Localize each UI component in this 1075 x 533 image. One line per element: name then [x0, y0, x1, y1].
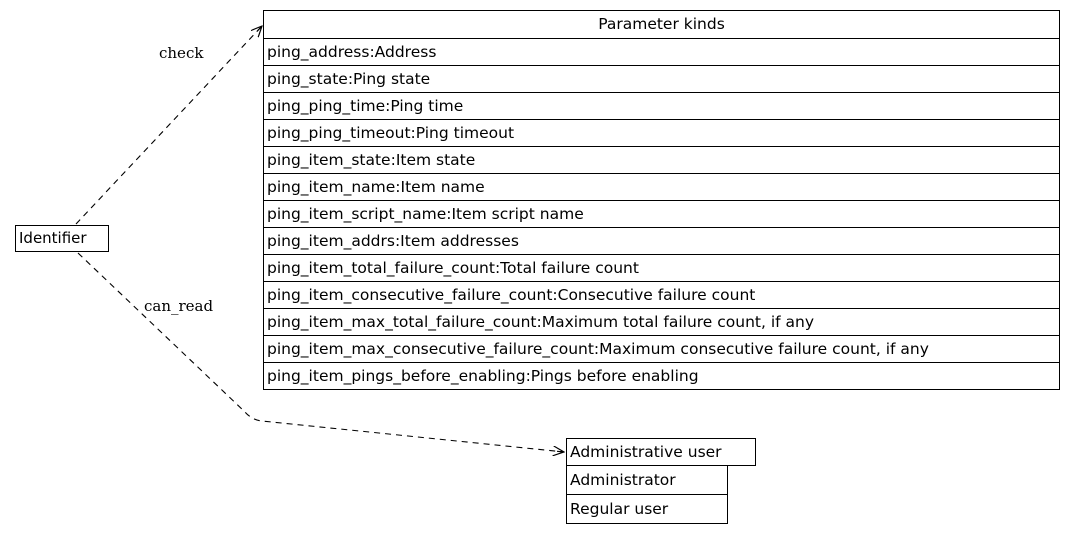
user-kind-row: Administrator — [567, 465, 727, 494]
user-kinds-list: Administrator Regular user — [566, 465, 728, 524]
parameter-row: ping_ping_timeout:Ping timeout — [264, 119, 1059, 146]
edge-label-can-read: can_read — [144, 297, 214, 315]
parameter-row: ping_item_pings_before_enabling:Pings be… — [264, 362, 1059, 389]
parameter-kinds-table: Parameter kinds ping_address:Address pin… — [263, 10, 1060, 390]
parameter-row: ping_ping_time:Ping time — [264, 92, 1059, 119]
administrative-user-title: Administrative user — [566, 438, 756, 466]
parameter-row: ping_item_name:Item name — [264, 173, 1059, 200]
parameter-row: ping_item_max_total_failure_count:Maximu… — [264, 308, 1059, 335]
edge-check — [75, 26, 262, 225]
administrative-user-node: Administrative user Administrator Regula… — [566, 438, 756, 524]
user-kind-row: Regular user — [567, 494, 727, 523]
parameter-row: ping_item_state:Item state — [264, 146, 1059, 173]
parameter-row: ping_item_total_failure_count:Total fail… — [264, 254, 1059, 281]
identifier-label: Identifier — [19, 229, 87, 247]
identifier-node: Identifier — [15, 225, 109, 252]
parameter-row: ping_item_consecutive_failure_count:Cons… — [264, 281, 1059, 308]
edge-label-check: check — [159, 44, 204, 62]
parameter-row: ping_item_max_consecutive_failure_count:… — [264, 335, 1059, 362]
parameter-row: ping_state:Ping state — [264, 65, 1059, 92]
parameter-row: ping_item_addrs:Item addresses — [264, 227, 1059, 254]
parameter-row: ping_address:Address — [264, 38, 1059, 65]
parameter-row: ping_item_script_name:Item script name — [264, 200, 1059, 227]
parameter-kinds-title: Parameter kinds — [598, 15, 725, 33]
